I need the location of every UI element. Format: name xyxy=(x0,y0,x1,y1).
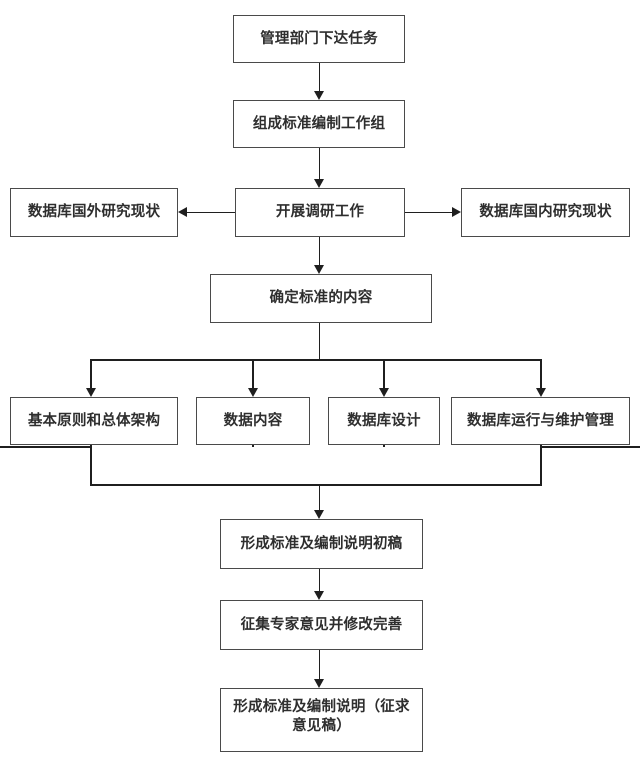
node-form-standard-drafting-group[interactable]: 组成标准编制工作组 xyxy=(233,100,405,148)
edge-n3-right-arrowhead xyxy=(452,207,461,217)
node-label: 形成标准及编制说明初稿 xyxy=(240,535,403,552)
node-label: 形成标准及编制说明（征求 意见稿） xyxy=(233,699,410,734)
merge-riser-4 xyxy=(540,445,542,485)
merge-stub-left xyxy=(0,446,90,448)
node-label: 基本原则和总体架构 xyxy=(27,412,161,429)
node-standard-and-explanation-draft-for-comment[interactable]: 形成标准及编制说明（征求 意见稿） xyxy=(220,688,423,752)
merge-riser-1 xyxy=(90,445,92,485)
node-foreign-database-research-status[interactable]: 数据库国外研究现状 xyxy=(10,188,178,237)
merge-stub-right xyxy=(540,446,640,448)
edge-merge-n6-line xyxy=(318,484,321,510)
edge-merge-n6-arrowhead xyxy=(313,510,324,519)
edge-n2-n3-line xyxy=(318,148,321,179)
branch-drop-4 xyxy=(540,359,542,388)
merge-bus-bar xyxy=(90,484,542,486)
node-label: 数据库设计 xyxy=(347,412,421,429)
node-label: 开展调研工作 xyxy=(275,204,365,221)
node-database-design[interactable]: 数据库设计 xyxy=(328,397,440,445)
node-basic-principles-and-architecture[interactable]: 基本原则和总体架构 xyxy=(10,397,178,445)
node-database-operation-and-maintenance[interactable]: 数据库运行与维护管理 xyxy=(451,397,630,445)
edge-n6-n7-line xyxy=(318,569,321,591)
node-determine-standard-content[interactable]: 确定标准的内容 xyxy=(210,274,432,323)
branch-drop-1 xyxy=(90,359,92,388)
node-label: 组成标准编制工作组 xyxy=(252,115,386,132)
node-collect-expert-opinions-and-revise[interactable]: 征集专家意见并修改完善 xyxy=(220,600,423,650)
node-domestic-database-research-status[interactable]: 数据库国内研究现状 xyxy=(461,188,630,237)
edge-n3-left-line xyxy=(187,211,235,214)
branch-drop-2 xyxy=(252,359,254,388)
node-label: 数据内容 xyxy=(223,412,283,429)
edge-n1-n2-line xyxy=(318,63,321,91)
edge-n3-n4-arrowhead xyxy=(313,265,324,274)
merge-riser-2 xyxy=(252,445,254,447)
node-draft-standard-and-explanation[interactable]: 形成标准及编制说明初稿 xyxy=(220,519,423,569)
edge-n7-n8-line xyxy=(318,650,321,679)
node-label: 数据库运行与维护管理 xyxy=(467,412,614,429)
edge-n6-n7-arrowhead xyxy=(313,591,324,600)
edge-n3-n4-line xyxy=(318,237,321,265)
node-label: 数据库国内研究现状 xyxy=(479,204,612,221)
edge-n2-n3-arrowhead xyxy=(313,179,324,188)
edge-n4-branch-stem xyxy=(318,323,321,360)
branch-drop-3 xyxy=(383,359,385,388)
node-label: 管理部门下达任务 xyxy=(260,30,378,47)
merge-riser-3 xyxy=(383,445,385,447)
branch-drop-2-arrowhead xyxy=(247,388,258,397)
branch-drop-4-arrowhead xyxy=(535,388,546,397)
edge-n3-right-line xyxy=(405,211,452,214)
edge-n1-n2-arrowhead xyxy=(313,91,324,100)
branch-drop-3-arrowhead xyxy=(378,388,389,397)
branch-drop-1-arrowhead xyxy=(85,388,96,397)
node-data-content[interactable]: 数据内容 xyxy=(196,397,310,445)
edge-n3-left-arrowhead xyxy=(178,207,187,217)
node-management-assigns-task[interactable]: 管理部门下达任务 xyxy=(233,15,405,63)
edge-n7-n8-arrowhead xyxy=(313,679,324,688)
node-label: 征集专家意见并修改完善 xyxy=(240,616,403,633)
node-label: 确定标准的内容 xyxy=(269,290,373,307)
branch-bus-bar xyxy=(90,359,542,361)
node-label: 数据库国外研究现状 xyxy=(27,204,161,221)
node-conduct-research[interactable]: 开展调研工作 xyxy=(235,188,405,237)
